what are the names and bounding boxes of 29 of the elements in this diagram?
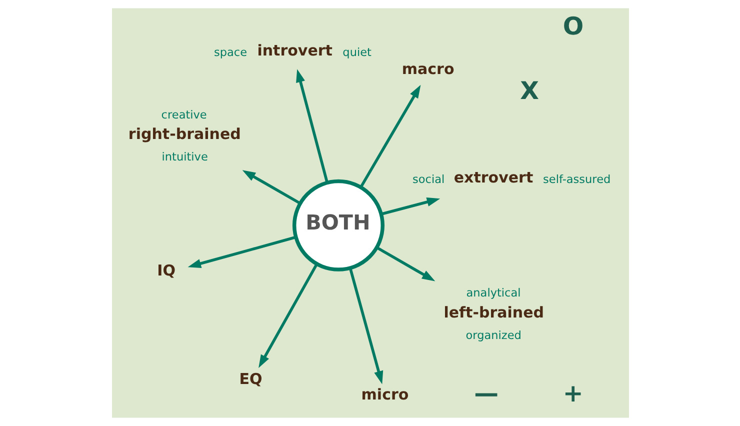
node-circle: BOTH: [292, 179, 384, 272]
arrow: [376, 246, 435, 282]
label: O: [562, 11, 584, 40]
node-text: micro: [360, 386, 408, 404]
node-text: extrovert: [453, 168, 533, 187]
node-text: EQ: [238, 370, 262, 388]
label: +: [562, 378, 583, 408]
arrow: [296, 69, 328, 183]
node-text: introvert: [256, 42, 332, 60]
node-label: social: [412, 172, 444, 186]
label: X: [520, 76, 538, 106]
node-text: left-brained: [443, 304, 544, 322]
node-label: intuitive: [161, 150, 208, 164]
node-label: analytical: [466, 286, 520, 300]
arrow: [258, 263, 318, 368]
node-label: self-assured: [542, 172, 610, 186]
node-text: IQ: [156, 262, 175, 280]
node-label: creative: [160, 108, 206, 122]
node-label: space: [214, 46, 247, 59]
label: —: [474, 378, 498, 408]
node-label: organized: [465, 328, 521, 342]
arrow: [242, 170, 300, 204]
arrow: [348, 268, 383, 384]
arrow: [359, 84, 420, 188]
node-text: macro: [401, 60, 454, 78]
node-text: right-brained: [128, 125, 240, 144]
arrow: [380, 198, 440, 216]
arrow: [187, 236, 296, 268]
node-label: quiet: [342, 46, 371, 59]
